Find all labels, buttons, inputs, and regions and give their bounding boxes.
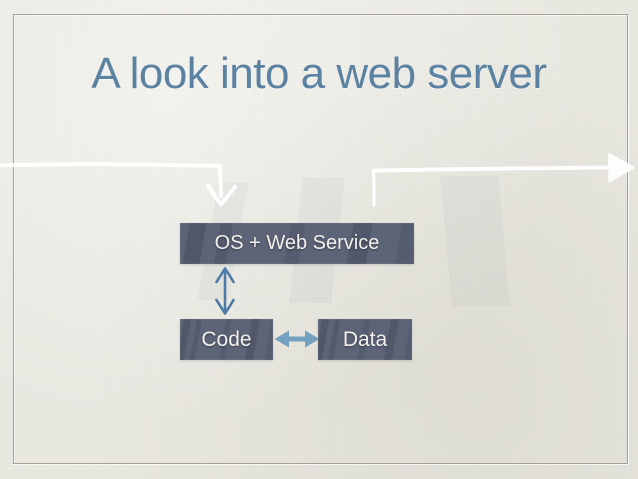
os-code-double-arrow-icon bbox=[215, 267, 235, 315]
node-label: Data bbox=[342, 327, 388, 351]
node-label: OS + Web Service bbox=[214, 232, 380, 254]
node-label: Code bbox=[201, 327, 252, 351]
diagram-node-code: Code bbox=[180, 319, 273, 360]
diagram-node-os-web-service: OS + Web Service bbox=[180, 223, 414, 264]
outgoing-riser-line bbox=[371, 169, 376, 207]
incoming-down-arrow-icon bbox=[0, 162, 237, 207]
watermark-band bbox=[440, 176, 509, 306]
slide-title: A look into a web server bbox=[91, 49, 547, 98]
outgoing-right-arrow-icon bbox=[372, 152, 635, 183]
code-data-double-arrow-icon bbox=[274, 330, 320, 348]
diagram-node-data: Data bbox=[318, 319, 412, 360]
